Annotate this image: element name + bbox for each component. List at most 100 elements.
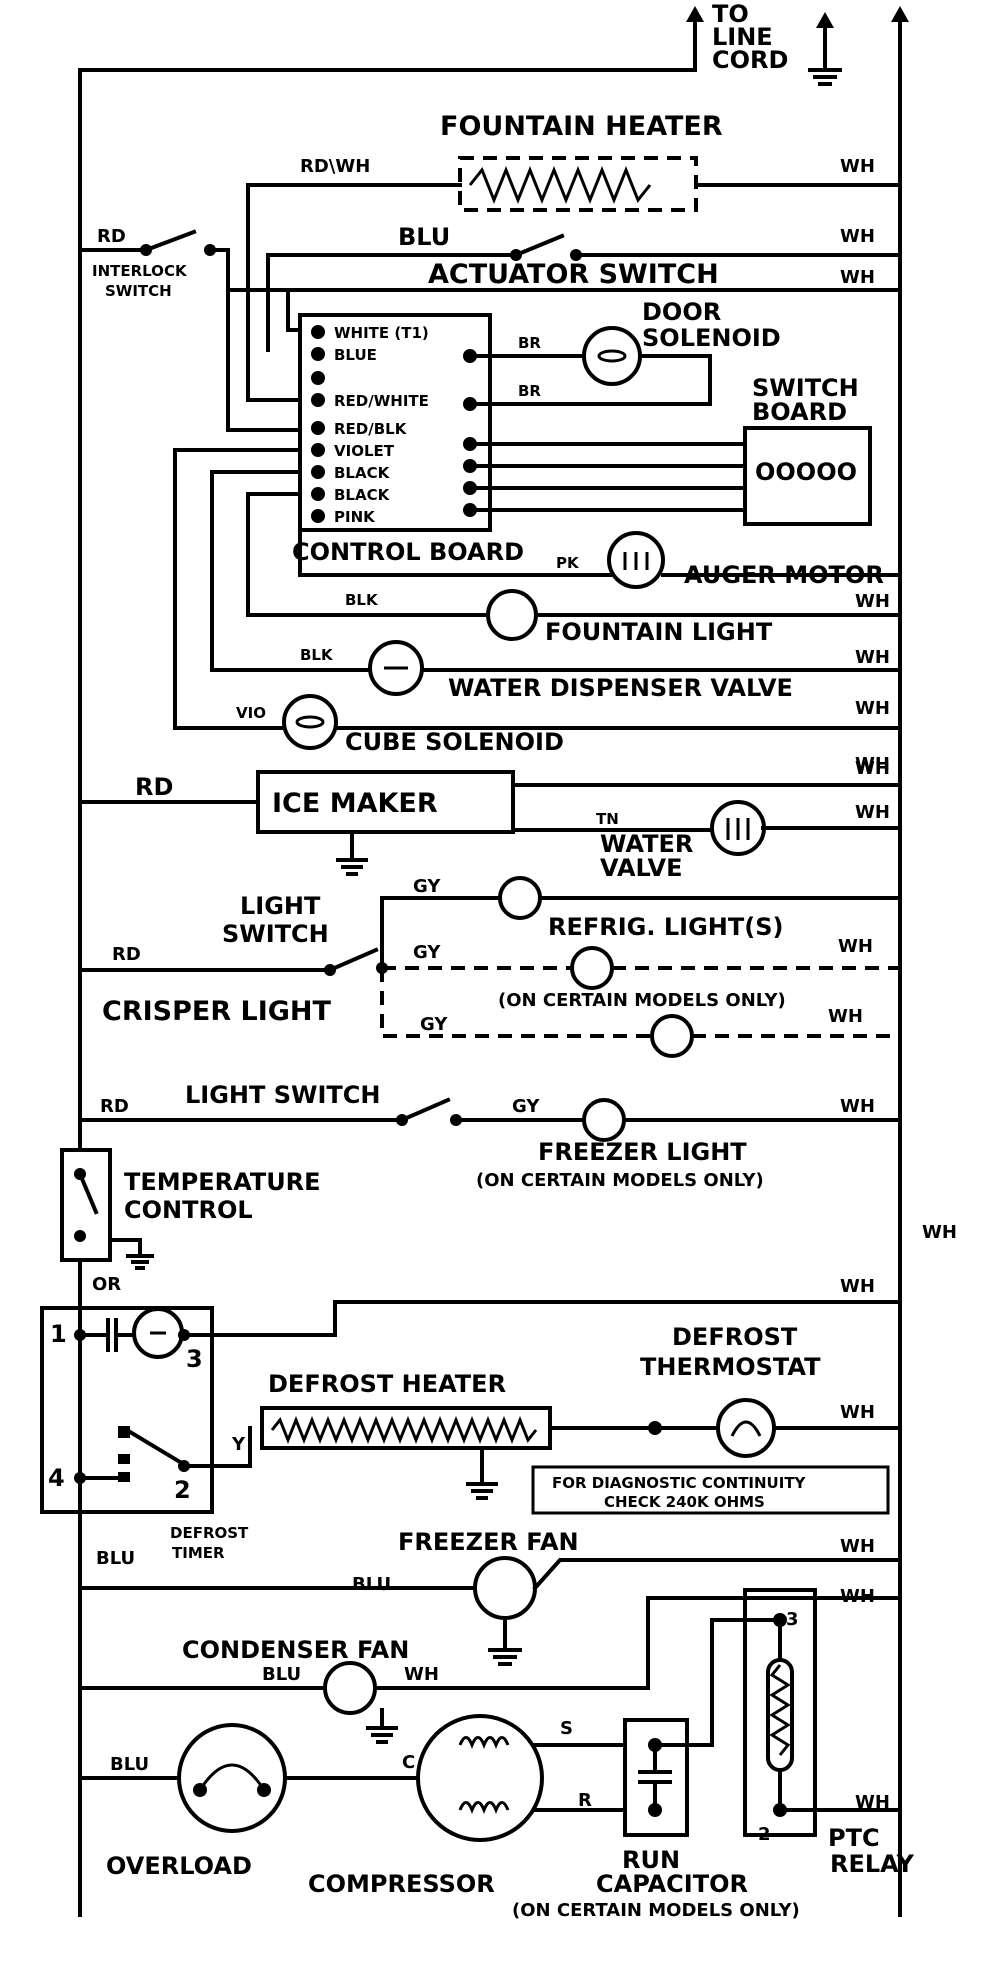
gy-label-1: GY [413, 876, 441, 897]
water-valve-label-2: VALVE [600, 854, 682, 882]
defrost-thermostat-label-1: DEFROST [672, 1323, 798, 1351]
auger-motor-label: AUGER MOTOR [684, 561, 884, 589]
water-valve-label-1: WATER [600, 830, 693, 858]
wh-label-thermostat: WH [840, 1402, 875, 1423]
cb-terminal-2: BLUE [334, 346, 377, 364]
cb-terminal-7: BLACK [334, 464, 391, 482]
freezer-fan-label: FREEZER FAN [398, 1528, 579, 1556]
timer-terminal-3: 3 [186, 1345, 203, 1373]
wh-label-2: WH [840, 226, 875, 247]
to-line-cord-label-3: CORD [712, 46, 788, 74]
ice-maker [78, 770, 902, 876]
actuator-switch [226, 233, 902, 352]
control-board-label: CONTROL BOARD [292, 538, 524, 566]
blu-label-condenser: BLU [262, 1664, 301, 1685]
wh-label-freezer-fan: WH [840, 1536, 875, 1557]
temperature-control-label-2: CONTROL [124, 1196, 253, 1224]
defrost-timer-label-1: DEFROST [170, 1524, 249, 1542]
timer-terminal-1: 1 [50, 1320, 67, 1348]
water-dispenser-valve [210, 470, 902, 696]
run-capacitor-label-2: CAPACITOR [596, 1870, 748, 1898]
to-line-cord-label-2: LINE [712, 23, 773, 51]
line-cord-arrow-ground [816, 12, 834, 28]
blk-label-1: BLK [345, 591, 379, 609]
wh-label-freezer: WH [840, 1096, 875, 1117]
freezer-fan [78, 1556, 902, 1666]
light-switch-label-freezer: LIGHT SWITCH [185, 1081, 381, 1109]
ptc-relay-label-2: RELAY [830, 1850, 914, 1878]
auger-motor [298, 428, 902, 589]
switch-board-circles: OOOOO [755, 458, 857, 486]
wh-label-cube: WH [855, 754, 890, 775]
wh-label-1: WH [840, 156, 875, 177]
rd-label-freezer: RD [100, 1096, 129, 1117]
wh-label-refrig: WH [838, 936, 873, 957]
wh-label-auger: WH [855, 591, 890, 612]
y-label: Y [231, 1434, 246, 1455]
cube-solenoid [173, 448, 902, 750]
condenser-fan [78, 1596, 902, 1744]
refrig-light-circuit [78, 876, 902, 1058]
defrost-timer-label-2: TIMER [172, 1544, 225, 1562]
ground-symbol-line-cord [808, 26, 842, 86]
diagnostic-note-1: FOR DIAGNOSTIC CONTINUITY [552, 1474, 807, 1492]
defrost-thermostat-label-2: THERMOSTAT [640, 1353, 821, 1381]
switch-board-label-1: SWITCH [752, 374, 859, 402]
cb-terminal-6: VIOLET [334, 442, 395, 460]
freezer-light-label: FREEZER LIGHT [538, 1138, 747, 1166]
blu-label-freezer-fan: BLU [352, 1574, 391, 1595]
compressor-terminal-s: S [560, 1718, 573, 1739]
blu-label-actuator: BLU [398, 223, 450, 251]
rd-label-light: RD [112, 944, 141, 965]
cb-terminal-5: RED/BLK [334, 420, 408, 438]
ptc-relay-label-1: PTC [828, 1824, 880, 1852]
door-solenoid-label-1: DOOR [642, 298, 721, 326]
interlock-label-2: SWITCH [105, 282, 172, 300]
blu-label-overload: BLU [110, 1754, 149, 1775]
on-certain-models-bottom: (ON CERTAIN MODELS ONLY) [512, 1900, 800, 1921]
main-rails [78, 6, 909, 1917]
gy-label-2: GY [413, 942, 441, 963]
diagnostic-note-2: CHECK 240K OHMS [604, 1493, 765, 1511]
vio-label: VIO [236, 704, 266, 722]
interlock-switch [78, 229, 302, 432]
fountain-light [246, 492, 902, 641]
water-dispenser-valve-label: WATER DISPENSER VALVE [448, 674, 793, 702]
tn-label: TN [596, 810, 619, 828]
blk-label-2: BLK [300, 646, 334, 664]
freezer-light-circuit [78, 1097, 902, 1142]
cb-terminal-4: RED/WHITE [334, 392, 429, 410]
overload-label: OVERLOAD [106, 1852, 252, 1880]
compressor-label: COMPRESSOR [308, 1870, 495, 1898]
control-board [286, 288, 492, 532]
defrost-heater-label: DEFROST HEATER [268, 1370, 506, 1398]
overload [78, 1686, 422, 1833]
fountain-heater-circuit [246, 156, 902, 402]
cb-terminal-9: PINK [334, 508, 376, 526]
br-label-1: BR [518, 334, 541, 352]
wh-label-crisper: WH [828, 1006, 863, 1027]
wh-label-timer: WH [840, 1276, 875, 1297]
light-switch-label-1: LIGHT [240, 892, 321, 920]
fountain-light-label: FOUNTAIN LIGHT [545, 618, 773, 646]
wh-label-fountain-light: WH [855, 647, 890, 668]
cb-terminal-8: BLACK [334, 486, 391, 504]
on-certain-models-2: (ON CERTAIN MODELS ONLY) [476, 1170, 764, 1191]
br-label-2: BR [518, 382, 541, 400]
compressor-terminal-c: C [402, 1752, 415, 1773]
rd-wh-label: RD\WH [300, 156, 370, 177]
gy-label-3: GY [420, 1014, 448, 1035]
compressor [416, 1714, 627, 1842]
line-cord-arrow-right [891, 6, 909, 22]
gy-label-freezer: GY [512, 1096, 540, 1117]
ptc-terminal-3: 3 [786, 1609, 799, 1630]
wh-label-icemaker: WH [855, 758, 890, 779]
interlock-label-1: INTERLOCK [92, 262, 188, 280]
pk-label: PK [556, 554, 580, 572]
wh-label-dispenser: WH [855, 698, 890, 719]
condenser-fan-label: CONDENSER FAN [182, 1636, 409, 1664]
on-certain-models-1: (ON CERTAIN MODELS ONLY) [498, 990, 786, 1011]
compressor-terminal-r: R [578, 1790, 592, 1811]
